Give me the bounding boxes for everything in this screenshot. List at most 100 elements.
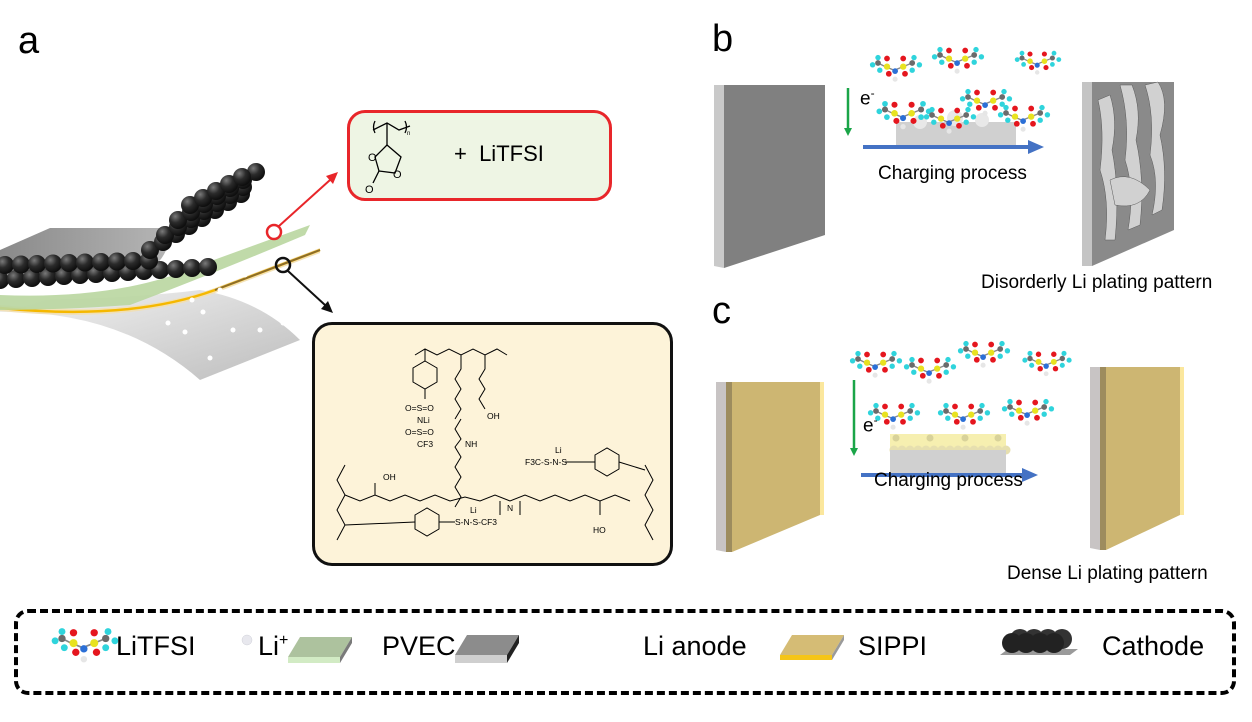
- legend-pvec-icon: [288, 637, 352, 663]
- chem-label-tfsi-left: S-N-S-CF3: [455, 517, 497, 527]
- cathode-particle: [141, 241, 159, 259]
- legend-label-sippi: SIPPI: [858, 631, 928, 661]
- litfsi-molecule: [1001, 398, 1055, 426]
- chem-label-oh: OH: [383, 472, 396, 482]
- panel-c-process-label: Charging process: [874, 470, 1023, 491]
- legend-sippi-icon: [780, 635, 844, 660]
- legend-litfsi-icon: [51, 628, 119, 663]
- panel-c-result-label: Dense Li plating pattern: [1007, 563, 1208, 584]
- litfsi-molecule: [923, 106, 977, 134]
- cathode-particle: [60, 254, 78, 272]
- chem-label-li: Li: [555, 445, 562, 455]
- pvec-callout-circle: [265, 223, 283, 241]
- litfsi-molecule: [867, 402, 921, 430]
- cathode-particle: [12, 255, 30, 274]
- sippi-edge-line: [0, 248, 321, 314]
- sippi-chemical-structure: O=S=O NLi O=S=O CF3 OH NH N OH S-N-S-CF3…: [336, 348, 654, 541]
- legend-label-pvec: PVEC: [382, 631, 456, 661]
- pvec-structure-box: n O O O + LiTFSI: [347, 110, 612, 201]
- cathode-particle: [28, 255, 46, 273]
- panel-b-process-label: Charging process: [878, 163, 1027, 184]
- li-ion-sparkles: [165, 272, 286, 361]
- litfsi-molecule: [849, 350, 903, 378]
- chem-label-ho: HO: [593, 525, 606, 535]
- chem-label-sulfonyl: O=S=O: [405, 403, 434, 413]
- cathode-particle: [39, 268, 57, 286]
- atom-O: O: [365, 184, 374, 196]
- panel-b-electron-label: e-: [860, 86, 875, 110]
- cathode-particles: [0, 163, 265, 289]
- dendritic-li-edge: [1082, 82, 1092, 266]
- legend-label-li-anode: Li anode: [643, 631, 747, 661]
- dendrite-texture: [1097, 81, 1165, 241]
- panel-b-diagram: [714, 46, 1174, 268]
- anode-block: [890, 450, 1006, 473]
- electron-charge: -: [873, 413, 878, 427]
- litfsi-molecule: [1014, 50, 1062, 75]
- cathode-particle: [76, 253, 94, 272]
- sippi-structure-box: O=S=O NLi O=S=O CF3 OH NH N OH S-N-S-CF3…: [312, 322, 673, 566]
- legend-li-ion-icon: [241, 634, 253, 646]
- sippi-callout-arrowhead: [321, 301, 333, 313]
- panel-label-a: a: [18, 20, 40, 62]
- sippi-callout-circle: [274, 256, 292, 274]
- cathode-particle: [183, 259, 201, 277]
- litfsi-molecule: [51, 628, 119, 663]
- chem-label-cf3: CF3: [417, 439, 433, 449]
- litfsi-molecules: [849, 340, 1072, 430]
- atom-O: O: [368, 152, 377, 164]
- pvec-chemical-structure: n O O O: [365, 120, 410, 196]
- cathode-particle: [247, 163, 265, 181]
- litfsi-molecule: [959, 88, 1013, 116]
- sippi-callout-line: [287, 270, 326, 306]
- legend-box: LiTFSI Li+ PVEC Li anode SIPPI Cathode: [14, 609, 1236, 695]
- chem-label-li: Li: [470, 505, 477, 515]
- litfsi-molecule: [1022, 350, 1072, 377]
- pvec-callout-arrowhead: [326, 172, 338, 184]
- panel-label-b: b: [712, 18, 734, 60]
- litfsi-molecule: [937, 402, 991, 430]
- legend-label-li-ion: Li+: [258, 631, 288, 662]
- li-ion-text: Li: [258, 631, 280, 661]
- bare-li-anode-edge: [714, 85, 724, 268]
- pvec-layer: [0, 225, 310, 310]
- cathode-particle: [169, 211, 187, 229]
- legend-cathode-icon: [1000, 629, 1078, 655]
- cathode-particle: [7, 270, 25, 288]
- battery-stack-illustration: [0, 163, 321, 380]
- cathode-particle: [23, 269, 41, 287]
- litfsi-molecule: [869, 54, 923, 82]
- dense-li-face: [1106, 367, 1180, 550]
- pvec-callout-line: [278, 179, 331, 227]
- anode-block: [896, 122, 1016, 145]
- panel-c-diagram: [716, 340, 1184, 552]
- cathode-particle: [0, 271, 9, 289]
- electron-charge: -: [870, 86, 875, 100]
- cathode-particle: [44, 254, 62, 273]
- panel-label-c: c: [712, 290, 731, 332]
- coated-anode-face: [732, 382, 820, 552]
- cathode-particle: [124, 252, 142, 270]
- cathode-particle: [0, 256, 14, 274]
- chem-label-oh: OH: [487, 411, 500, 421]
- panel-b-result-label: Disorderly Li plating pattern: [981, 272, 1213, 293]
- dense-li-edge: [1090, 367, 1100, 550]
- li-ion-charge: +: [279, 632, 289, 649]
- coated-anode-edge: [716, 382, 726, 552]
- cathode-particle: [156, 226, 174, 244]
- legend-label-cathode: Cathode: [1102, 631, 1205, 661]
- litfsi-molecule: [903, 356, 957, 384]
- bare-li-anode-face: [724, 85, 825, 268]
- cathode-particle: [108, 252, 126, 271]
- legend-label-litfsi: LiTFSI: [116, 631, 196, 661]
- chem-label-tfsi-right: F3C-S-N-S: [525, 457, 567, 467]
- litfsi-molecule: [957, 340, 1011, 368]
- atom-O: O: [393, 169, 402, 181]
- cathode-particle: [167, 260, 185, 278]
- litfsi-molecule: [931, 46, 985, 74]
- legend-li-anode-icon: [455, 635, 519, 663]
- cathode-particle: [92, 253, 110, 271]
- electron-symbol: e: [863, 415, 874, 437]
- litfsi-molecule: [997, 104, 1051, 132]
